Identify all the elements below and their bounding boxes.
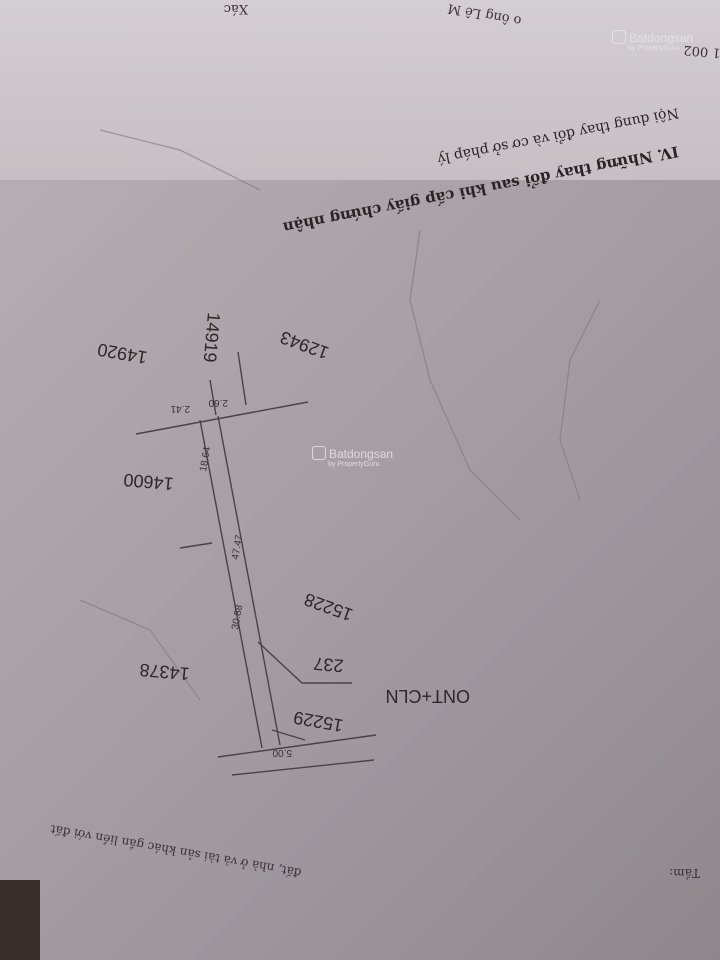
boundary-line	[199, 419, 263, 749]
watermark-logo-icon	[312, 446, 326, 460]
boundary-line	[231, 759, 375, 776]
boundary-line	[179, 542, 213, 549]
dimension-label: 47.47	[230, 534, 245, 561]
dimension-label: 18.64	[198, 446, 213, 473]
table-shadow	[0, 880, 40, 960]
boundary-line	[209, 379, 217, 416]
top-text-fragment-2: Xác	[223, 1, 248, 16]
watermark-brand: Batdongsan	[629, 31, 694, 45]
parcel-label-15229: 15229	[292, 707, 345, 735]
paper-crease	[409, 229, 521, 521]
leader-line	[257, 641, 352, 684]
boundary-line	[271, 729, 306, 741]
parcel-label-14920: 14920	[96, 339, 149, 367]
watermark-top: Batdongsan by PropertyGuru	[612, 30, 693, 52]
paper-crease	[559, 299, 601, 501]
parcel-label-14600: 14600	[123, 470, 175, 494]
paper-crease	[79, 599, 201, 701]
boundary-line	[237, 351, 247, 406]
paper-crease	[99, 129, 261, 191]
parcel-label-12943: 12943	[277, 327, 331, 363]
land-use-code: ONT+CLN	[385, 686, 470, 706]
watermark-brand: Batdongsan	[329, 447, 394, 461]
watermark-tagline: by PropertyGuru	[328, 461, 380, 468]
watermark-logo-icon	[612, 30, 626, 44]
bottom-text-fragment-2: Tầm:	[669, 866, 700, 880]
dimension-label: 2.41	[170, 403, 190, 414]
watermark-tagline: by PropertyGuru	[628, 45, 680, 52]
dimension-label: 5.00	[272, 747, 292, 758]
boundary-line	[217, 734, 377, 758]
dimension-label: 2.60	[208, 397, 228, 408]
boundary-line	[217, 415, 281, 746]
parcel-label-14378: 14378	[139, 660, 191, 684]
boundary-line	[135, 401, 309, 435]
parcel-label-14919: 14919	[200, 312, 224, 364]
parcel-area: 237	[313, 653, 345, 676]
watermark-center: Batdongsan by PropertyGuru	[312, 446, 393, 468]
parcel-label-15228: 15228	[301, 589, 355, 625]
dimension-label: 30.88	[230, 604, 245, 631]
